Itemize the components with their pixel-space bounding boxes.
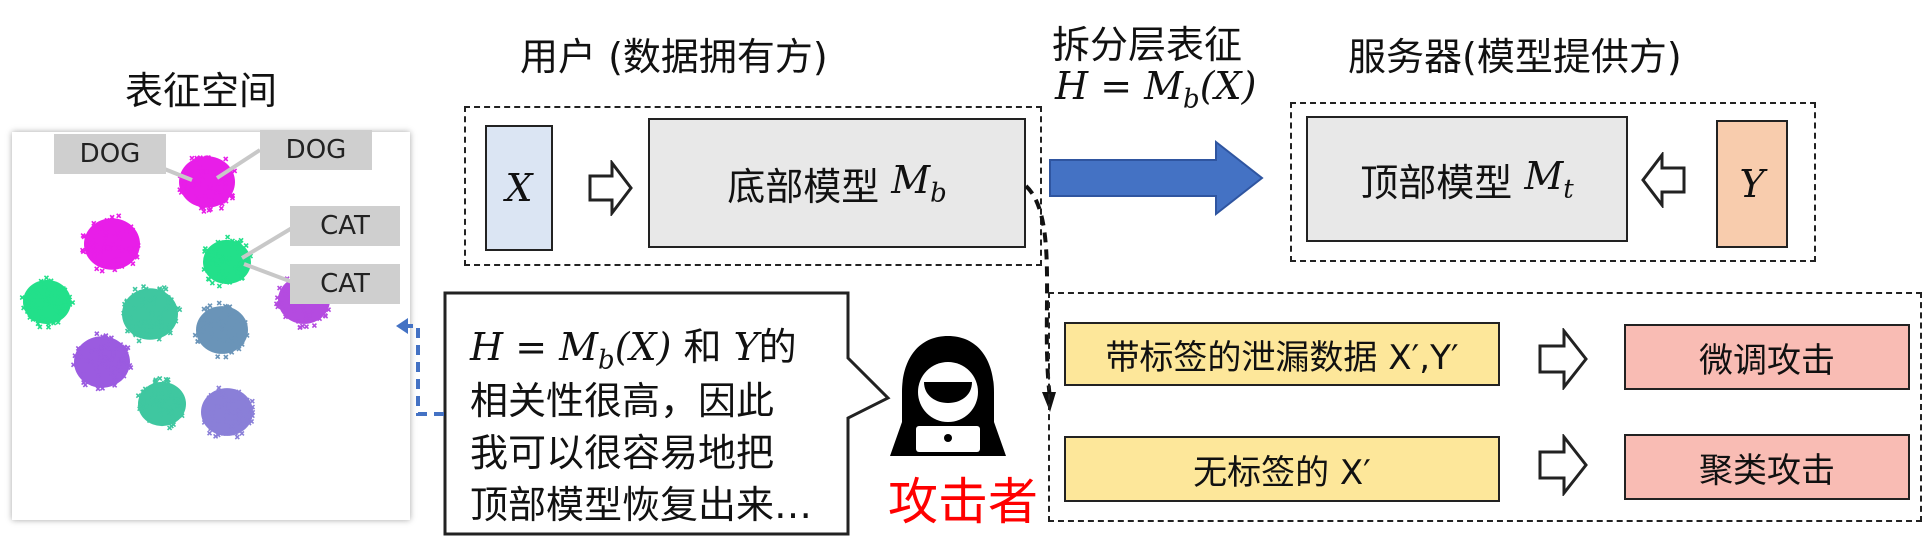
cluster-attack-box: 聚类攻击	[1624, 434, 1910, 500]
cluster-attack-text: 聚类攻击	[1699, 450, 1835, 491]
tsne-cluster	[19, 275, 76, 330]
tsne-leader-line	[215, 148, 262, 180]
bottom-model-symbol: Mb	[891, 157, 947, 209]
unlabeled-data-text: 无标签的 X′	[1193, 452, 1371, 493]
speech-line-1: H = Mb(X) 和 Y的	[470, 325, 797, 376]
finetune-attack-box: 微调攻击	[1624, 324, 1910, 390]
server-title: 服务器(模型提供方)	[1348, 35, 1682, 79]
input-x-label: X	[505, 166, 533, 210]
top-model-text: 顶部模型	[1360, 160, 1513, 205]
tsne-cluster	[79, 213, 141, 274]
blue-arrow-icon	[1049, 139, 1264, 217]
tsne-leader-line	[243, 262, 293, 284]
hollow-arrow-left-icon	[1641, 152, 1686, 208]
attacker-label: 攻击者	[888, 473, 1038, 531]
tsne-cluster	[201, 234, 254, 289]
user-container	[464, 106, 1042, 266]
tsne-cluster	[121, 283, 183, 344]
top-model-box: 顶部模型 Mt	[1306, 116, 1628, 242]
server-container	[1290, 102, 1816, 262]
tsne-label-cat-1: CAT	[290, 206, 400, 246]
bottom-model-text: 底部模型	[727, 164, 880, 209]
tsne-cluster	[135, 375, 186, 431]
label-y-symbol: Y	[1739, 162, 1765, 206]
speech-line-4: 顶部模型恢复出来…	[470, 483, 813, 527]
split-representation-title: 拆分层表征	[1052, 23, 1243, 67]
tsne-cluster	[177, 155, 238, 214]
tsne-cluster	[192, 300, 250, 360]
hollow-arrow-right-icon	[588, 160, 633, 216]
blue-dashed-connector	[396, 318, 444, 416]
feature-space-title: 表征空间	[125, 69, 278, 113]
attack-container	[1048, 292, 1922, 522]
speech-line-3: 我可以很容易地把	[470, 431, 775, 475]
tsne-label-cat-2: CAT	[290, 264, 400, 304]
speech-bubble	[443, 291, 891, 536]
tsne-cluster	[201, 385, 256, 440]
finetune-attack-text: 微调攻击	[1699, 340, 1835, 381]
user-title: 用户 (数据拥有方)	[520, 35, 828, 79]
tsne-label-dog-2: DOG	[260, 130, 372, 170]
bottom-model-box: 底部模型 Mb	[648, 118, 1026, 248]
input-x-box: X	[485, 125, 553, 251]
label-y-box: Y	[1716, 120, 1788, 248]
hollow-arrow-right-icon-2	[1538, 328, 1588, 390]
hacker-icon	[890, 336, 1006, 456]
tsne-label-dog-1: DOG	[54, 134, 166, 174]
top-model-symbol: Mt	[1524, 153, 1574, 205]
tsne-cluster	[70, 331, 134, 392]
hollow-arrow-right-icon-3	[1538, 434, 1588, 496]
unlabeled-data-box: 无标签的 X′	[1064, 436, 1500, 502]
split-representation-formula: H = Mb(X)	[1055, 64, 1257, 115]
tsne-panel: DOG DOG CAT CAT	[12, 130, 410, 520]
tsne-leader-line	[240, 226, 294, 260]
speech-line-2: 相关性很高，因此	[470, 379, 775, 423]
tsne-scatter	[19, 148, 332, 440]
leaked-labeled-data-box: 带标签的泄漏数据 X′,Y′	[1064, 322, 1500, 386]
leaked-labeled-data-text: 带标签的泄漏数据 X′,Y′	[1105, 337, 1459, 378]
